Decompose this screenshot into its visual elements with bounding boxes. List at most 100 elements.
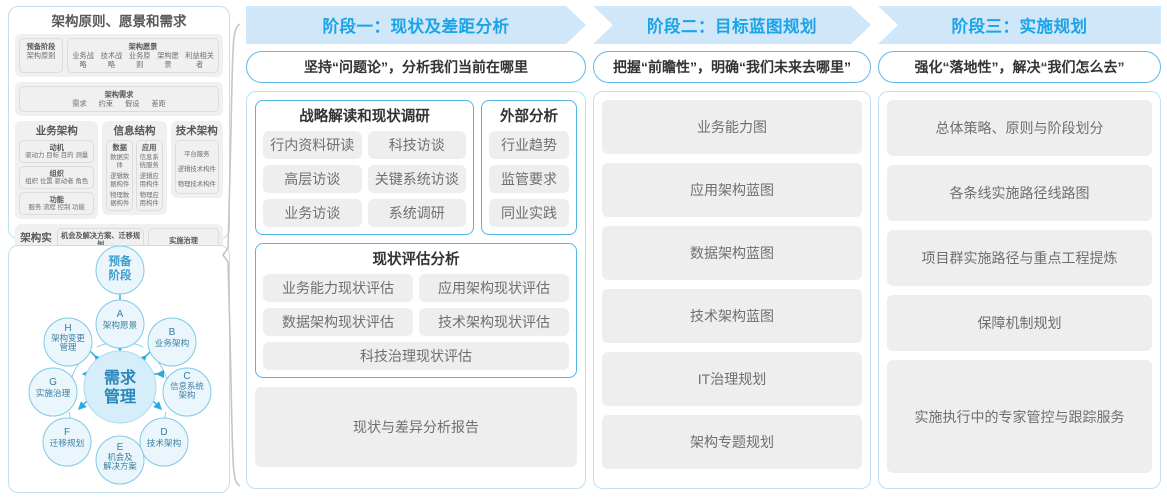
organization-tile[interactable]: 组织 组织 位置 驱动者 角色	[19, 166, 95, 189]
phase-columns: 战略解读和现状调研 行内资料研读 科技访谈 高层访谈 关键系统访谈 业务访谈 系…	[246, 91, 1161, 489]
status-assessment-title: 现状评估分析	[372, 252, 460, 268]
application-item: 信息系统服务	[139, 154, 159, 169]
architecture-requirements-tile[interactable]: 架构需求 需求 约束 假设 差距	[19, 86, 219, 112]
motivation-tile[interactable]: 动机 驱动力 目标 目的 测量	[19, 140, 95, 163]
item: 流程	[43, 204, 56, 211]
phase-3-item[interactable]: 保障机制规划	[887, 295, 1152, 351]
item: 目标	[46, 152, 60, 159]
application-column-tile[interactable]: 应用 信息系统服务 逻辑应用构件 物理应用构件	[135, 140, 163, 211]
vision-item: 利益相关者	[185, 51, 214, 69]
technology-architecture-title: 技术架构	[175, 125, 218, 137]
phase-2-item[interactable]: 业务能力图	[602, 100, 862, 154]
application-item: 逻辑应用构件	[139, 173, 159, 188]
external-item[interactable]: 行业趋势	[489, 131, 569, 159]
data-column-tile[interactable]: 数据 数据实体 逻辑数据构件 物理数据构件	[106, 140, 133, 211]
strategy-item[interactable]: 科技访谈	[367, 131, 466, 159]
data-item: 数据实体	[110, 154, 130, 169]
requirement-item: 约束	[98, 99, 113, 108]
item: 角色	[75, 178, 89, 185]
phase-banner-row: 阶段一：现状及差距分析 阶段二：目标蓝图规划 阶段三：实施规划	[246, 6, 1161, 44]
gap-analysis-report[interactable]: 现状与差异分析报告	[255, 387, 577, 467]
preliminary-phase-line2: 架构原则	[26, 51, 56, 60]
item: 控制	[57, 204, 71, 211]
external-analysis-card: 外部分析 行业趋势 监管要求 同业实践	[481, 100, 577, 235]
strategy-item[interactable]: 行内资料研读	[263, 131, 362, 159]
data-item: 逻辑数据构件	[110, 173, 130, 188]
assessment-item[interactable]: 应用架构现状评估	[419, 274, 569, 302]
phase-3-item[interactable]: 项目群实施路径与重点工程提炼	[887, 230, 1152, 286]
phase-3-column: 总体策略、原则与阶段划分 各条线实施路径线路图 项目群实施路径与重点工程提炼 保…	[878, 91, 1161, 489]
strategy-item[interactable]: 业务访谈	[263, 199, 362, 227]
opportunities-migration-title: 机会及解决方案、迁移规划	[61, 231, 141, 249]
preliminary-phase-line1: 预备阶段	[26, 42, 56, 51]
architecture-requirements-group: 架构需求 需求 约束 假设 差距	[15, 82, 223, 116]
phase-3-item[interactable]: 总体策略、原则与阶段划分	[887, 100, 1152, 156]
requirement-item: 假设	[125, 99, 140, 108]
togaf-header: 架构原则、愿景和需求	[51, 14, 187, 29]
motivation-title: 动机	[49, 143, 64, 152]
phase-2-item[interactable]: 技术架构蓝图	[602, 289, 862, 343]
application-title: 应用	[142, 143, 157, 152]
phase-1-top-row: 战略解读和现状调研 行内资料研读 科技访谈 高层访谈 关键系统访谈 业务访谈 系…	[255, 100, 577, 235]
phase-3-item[interactable]: 实施执行中的专家管控与跟踪服务	[887, 360, 1152, 473]
technology-items-tile[interactable]: 平台服务 逻辑技术构件 物理技术构件	[174, 140, 219, 194]
adm-center-label: 需求管理	[103, 370, 136, 406]
strategy-item[interactable]: 系统调研	[367, 199, 466, 227]
assessment-item[interactable]: 技术架构现状评估	[419, 308, 569, 336]
togaf-content-framework-panel: 架构原则、愿景和需求 预备阶段 架构原则 架构愿景 业务战略 技术战略 业务原则	[8, 6, 230, 265]
strategy-research-title: 战略解读和现状调研	[299, 109, 430, 125]
assessment-item-full[interactable]: 科技治理现状评估	[263, 342, 569, 370]
data-title: 数据	[112, 143, 127, 152]
technology-item: 平台服务	[183, 151, 210, 158]
business-architecture-group: 业务架构 动机 驱动力 目标 目的 测量 组织 组织	[15, 121, 99, 219]
strategy-item[interactable]: 关键系统访谈	[367, 165, 466, 193]
information-structure-title: 信息结构	[113, 125, 156, 137]
function-title: 功能	[49, 195, 64, 204]
item: 驱动力	[25, 152, 45, 159]
phase-2-subtitle: 把握“前瞻性”，明确“我们未来去哪里”	[593, 51, 871, 83]
phase-2-banner[interactable]: 阶段二：目标蓝图规划	[593, 6, 871, 44]
function-tile[interactable]: 功能 服务 流程 控制 功能	[19, 192, 95, 215]
strategy-item[interactable]: 高层访谈	[263, 165, 362, 193]
preliminary-phase-tile[interactable]: 预备阶段 架构原则	[19, 38, 63, 73]
assessment-item[interactable]: 业务能力现状评估	[263, 274, 413, 302]
organization-items: 组织 位置 驱动者 角色	[21, 178, 92, 186]
external-item[interactable]: 同业实践	[489, 199, 569, 227]
phase-1-column: 战略解读和现状调研 行内资料研读 科技访谈 高层访谈 关键系统访谈 业务访谈 系…	[246, 91, 586, 489]
assessment-item[interactable]: 数据架构现状评估	[263, 308, 413, 336]
brace-connector	[222, 23, 241, 487]
phase-1-banner[interactable]: 阶段一：现状及差距分析	[246, 6, 586, 44]
phase-2-item[interactable]: IT治理规划	[602, 352, 862, 406]
phase-3-items: 总体策略、原则与阶段划分 各条线实施路径线路图 项目群实施路径与重点工程提炼 保…	[887, 100, 1152, 473]
phase-subtitle-row: 坚持“问题论”，分析我们当前在哪里 把握“前瞻性”，明确“我们未来去哪里” 强化…	[246, 51, 1161, 85]
vision-item: 业务原则	[128, 51, 151, 69]
implementation-governance-title: 实施治理	[169, 235, 198, 245]
phase-3-item[interactable]: 各条线实施路径线路图	[887, 165, 1152, 221]
item: 驱动者	[54, 178, 74, 185]
phase-3-subtitle: 强化“落地性”，解决“我们怎么去”	[878, 51, 1161, 83]
phase-2-item[interactable]: 架构专题规划	[602, 415, 862, 469]
strategy-research-items: 行内资料研读 科技访谈 高层访谈 关键系统访谈 业务访谈 系统调研	[263, 131, 466, 227]
architecture-vision-title: 架构愿景	[128, 42, 158, 51]
status-assessment-card: 现状评估分析 业务能力现状评估 应用架构现状评估 数据架构现状评估 技术架构现状…	[255, 243, 577, 378]
external-item[interactable]: 监管要求	[489, 165, 569, 193]
phase-2-item[interactable]: 应用架构蓝图	[602, 163, 862, 217]
phase-3-banner[interactable]: 阶段三：实施规划	[878, 6, 1161, 44]
information-structure-group: 信息结构 数据 数据实体 逻辑数据构件 物理数据构件 应用 信息系统服务 逻辑应…	[102, 121, 167, 215]
phase-2-item[interactable]: 数据架构蓝图	[602, 226, 862, 280]
item: 测量	[75, 152, 89, 159]
motivation-items: 驱动力 目标 目的 测量	[21, 152, 92, 160]
item: 组织	[25, 178, 39, 185]
phase-2-column: 业务能力图 应用架构蓝图 数据架构蓝图 技术架构蓝图 IT治理规划 架构专题规划	[593, 91, 871, 489]
architecture-vision-tile[interactable]: 架构愿景 业务战略 技术战略 业务原则 架构愿景 利益相关者	[67, 38, 219, 73]
